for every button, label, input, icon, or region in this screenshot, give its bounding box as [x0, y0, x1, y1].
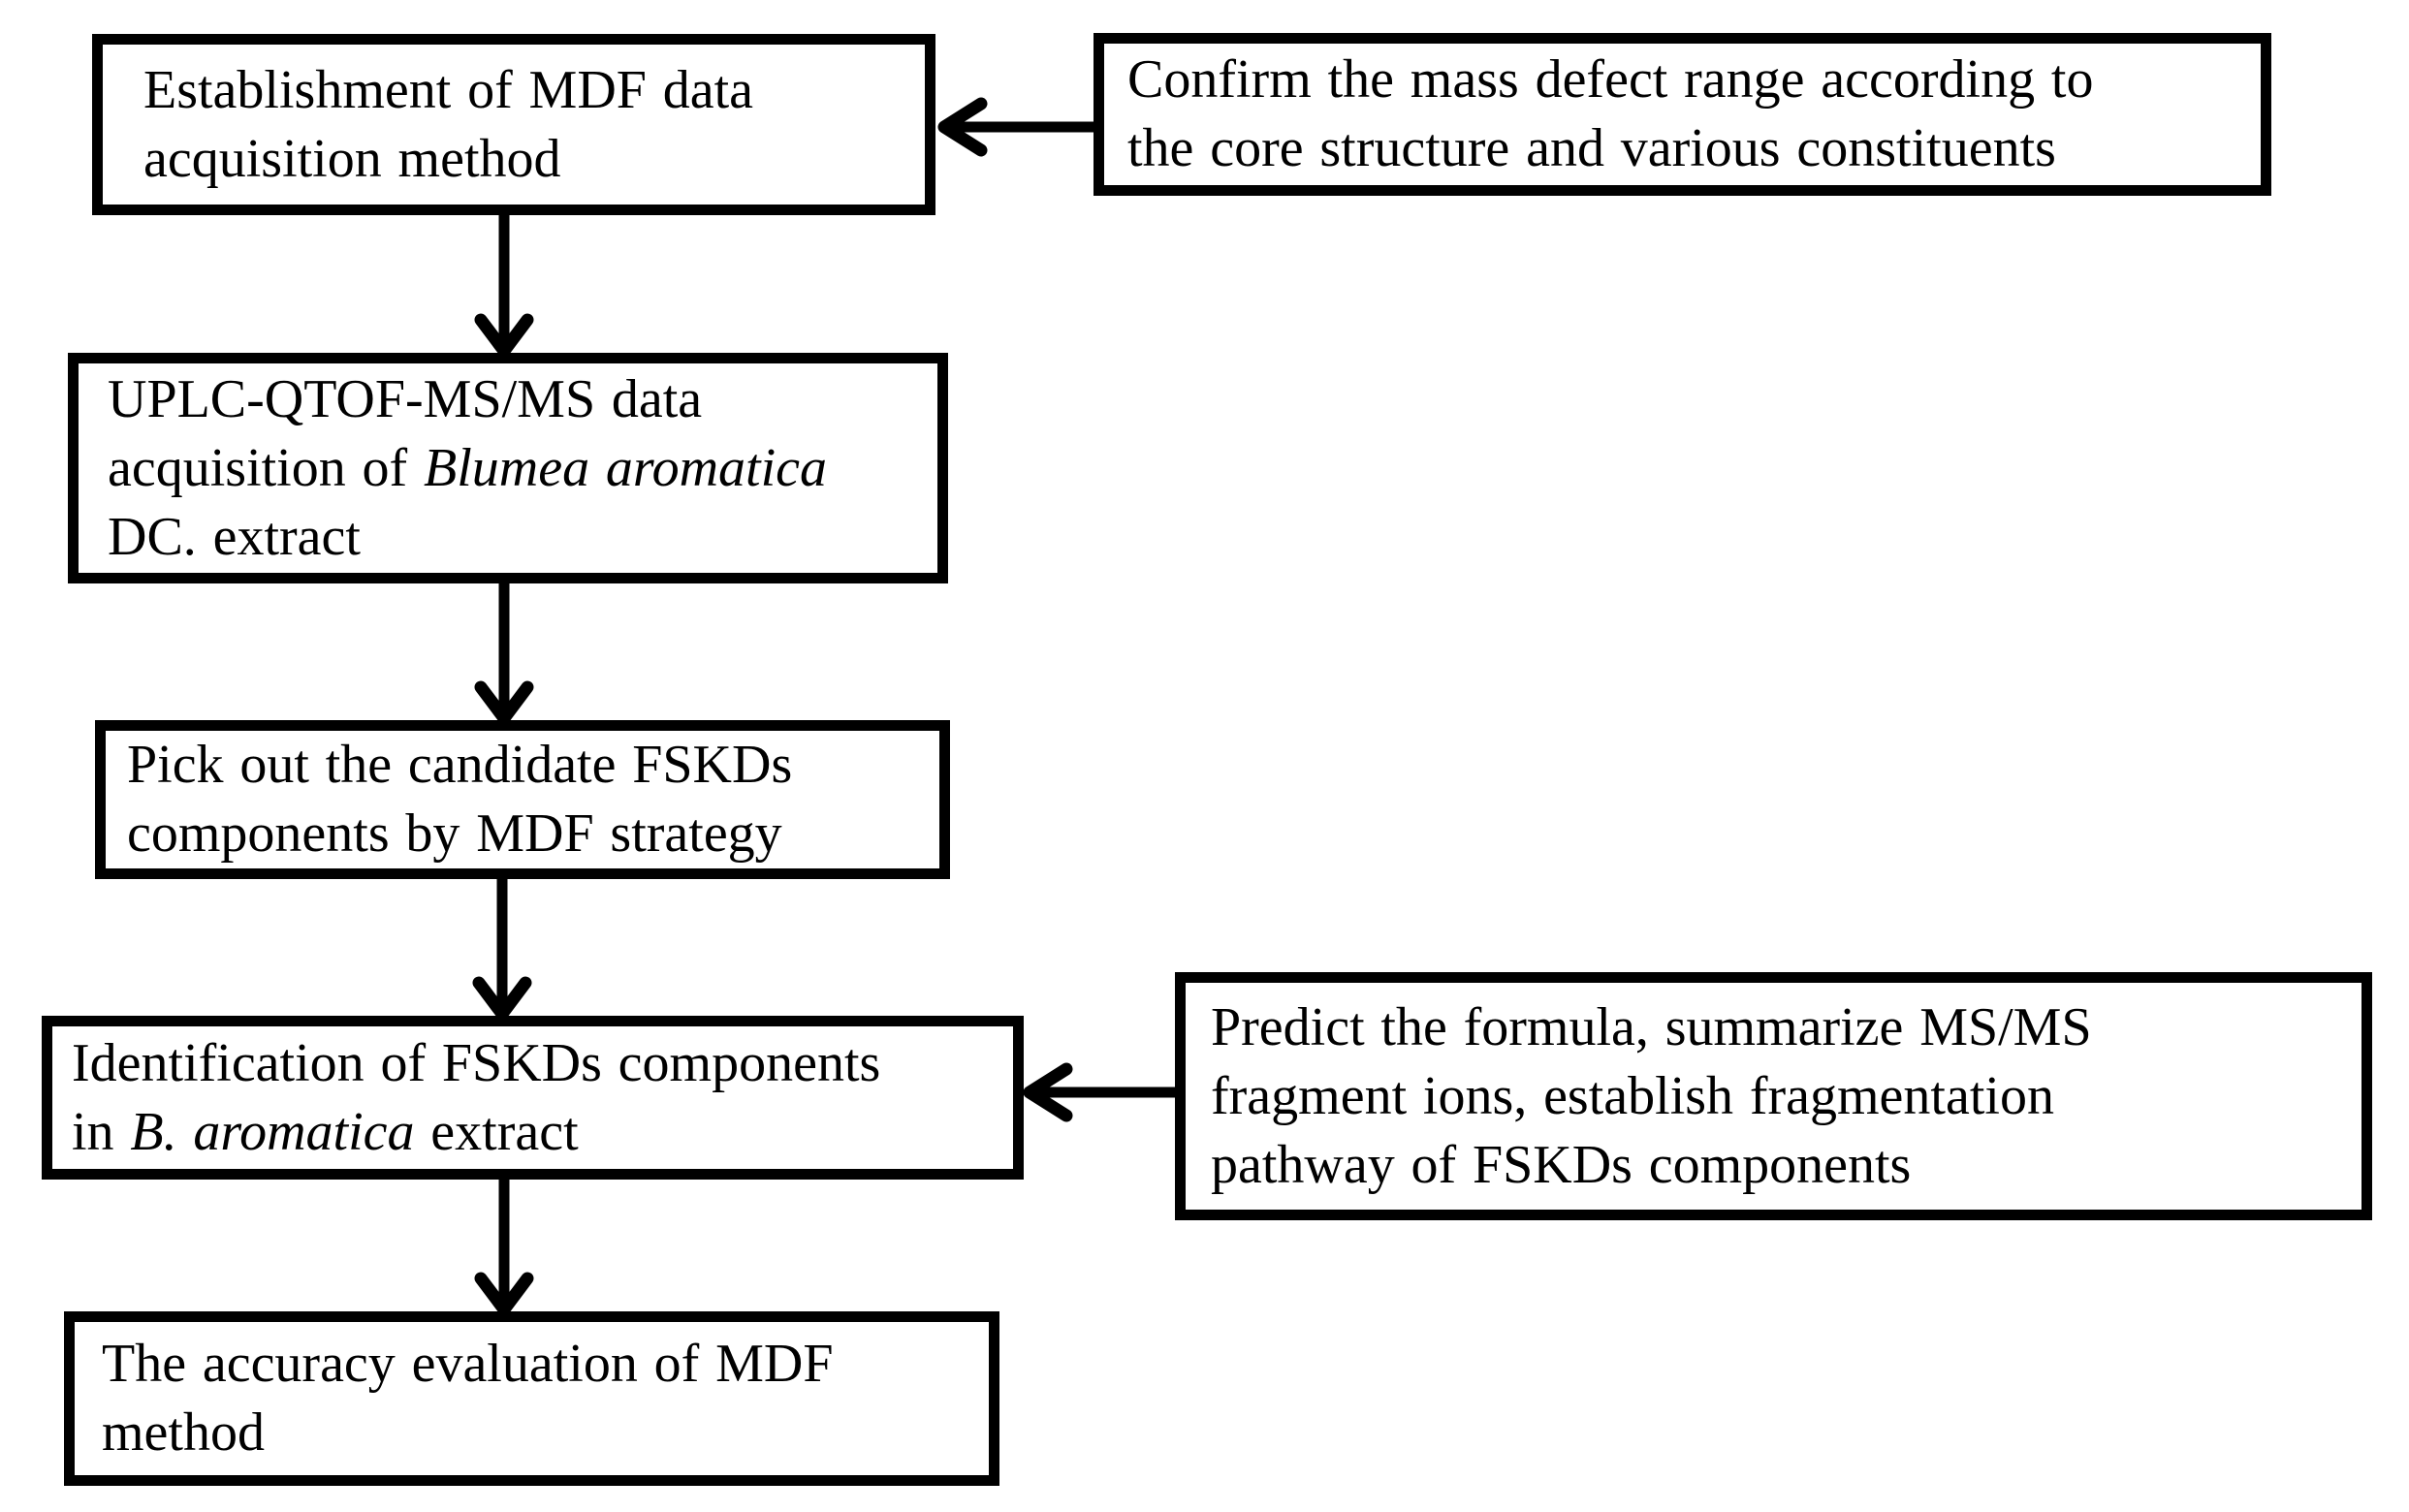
node-predict-text: Predict the formula, summarize MS/MS fra…: [1211, 996, 2092, 1195]
arrow-head-down: [474, 313, 534, 358]
node-uplc-text-pre: UPLC-QTOF-MS/MS data acquisition of: [108, 368, 703, 498]
arrow-head-down: [474, 680, 534, 725]
node-identification-text-pre: Identification of FSKDs components in: [72, 1032, 881, 1162]
arrow-identification-to-accuracy: [474, 1180, 534, 1316]
node-accuracy-evaluation: The accuracy evaluation of MDF method: [64, 1311, 999, 1486]
node-establishment: Establishment of MDF data acquisition me…: [92, 34, 935, 215]
arrow-establishment-to-uplc: [474, 215, 534, 358]
arrow-pick-to-identification: [472, 879, 532, 1021]
node-uplc-acquisition: UPLC-QTOF-MS/MS data acquisition of Blum…: [68, 353, 948, 583]
node-confirm-mass-defect: Confirm the mass defect range according …: [1094, 33, 2271, 196]
node-uplc-label: UPLC-QTOF-MS/MS data acquisition of Blum…: [79, 365, 827, 572]
arrow-head-down: [472, 976, 532, 1021]
node-confirm-label: Confirm the mass defect range according …: [1104, 46, 2093, 183]
node-establishment-label: Establishment of MDF data acquisition me…: [103, 56, 753, 194]
arrow-predict-to-identification: [1023, 1062, 1175, 1122]
node-identification-text-post: extract: [414, 1101, 579, 1162]
node-uplc-species-italic: Blumea aromatica: [424, 437, 827, 498]
node-predict-formula: Predict the formula, summarize MS/MS fra…: [1175, 972, 2372, 1220]
node-pick-text: Pick out the candidate FSKDs components …: [127, 735, 793, 864]
node-predict-label: Predict the formula, summarize MS/MS fra…: [1186, 993, 2092, 1200]
node-identification: Identification of FSKDs components in B.…: [42, 1016, 1024, 1180]
node-accuracy-label: The accuracy evaluation of MDF method: [75, 1330, 833, 1467]
arrow-head-left: [1023, 1062, 1073, 1122]
arrow-head-down: [474, 1272, 534, 1316]
node-establishment-text: Establishment of MDF data acquisition me…: [143, 59, 753, 189]
node-pick-candidates: Pick out the candidate FSKDs components …: [95, 720, 950, 879]
node-uplc-text-post: DC. extract: [108, 506, 361, 567]
arrow-uplc-to-pick: [474, 583, 534, 725]
node-identification-species-italic: B. aromatica: [130, 1101, 415, 1162]
node-identification-label: Identification of FSKDs components in B.…: [52, 1029, 880, 1167]
node-pick-label: Pick out the candidate FSKDs components …: [106, 731, 792, 868]
arrow-confirm-to-establishment: [937, 97, 1094, 157]
node-accuracy-text: The accuracy evaluation of MDF method: [102, 1334, 834, 1463]
arrow-head-left: [937, 97, 988, 157]
node-confirm-text: Confirm the mass defect range according …: [1127, 49, 2094, 178]
